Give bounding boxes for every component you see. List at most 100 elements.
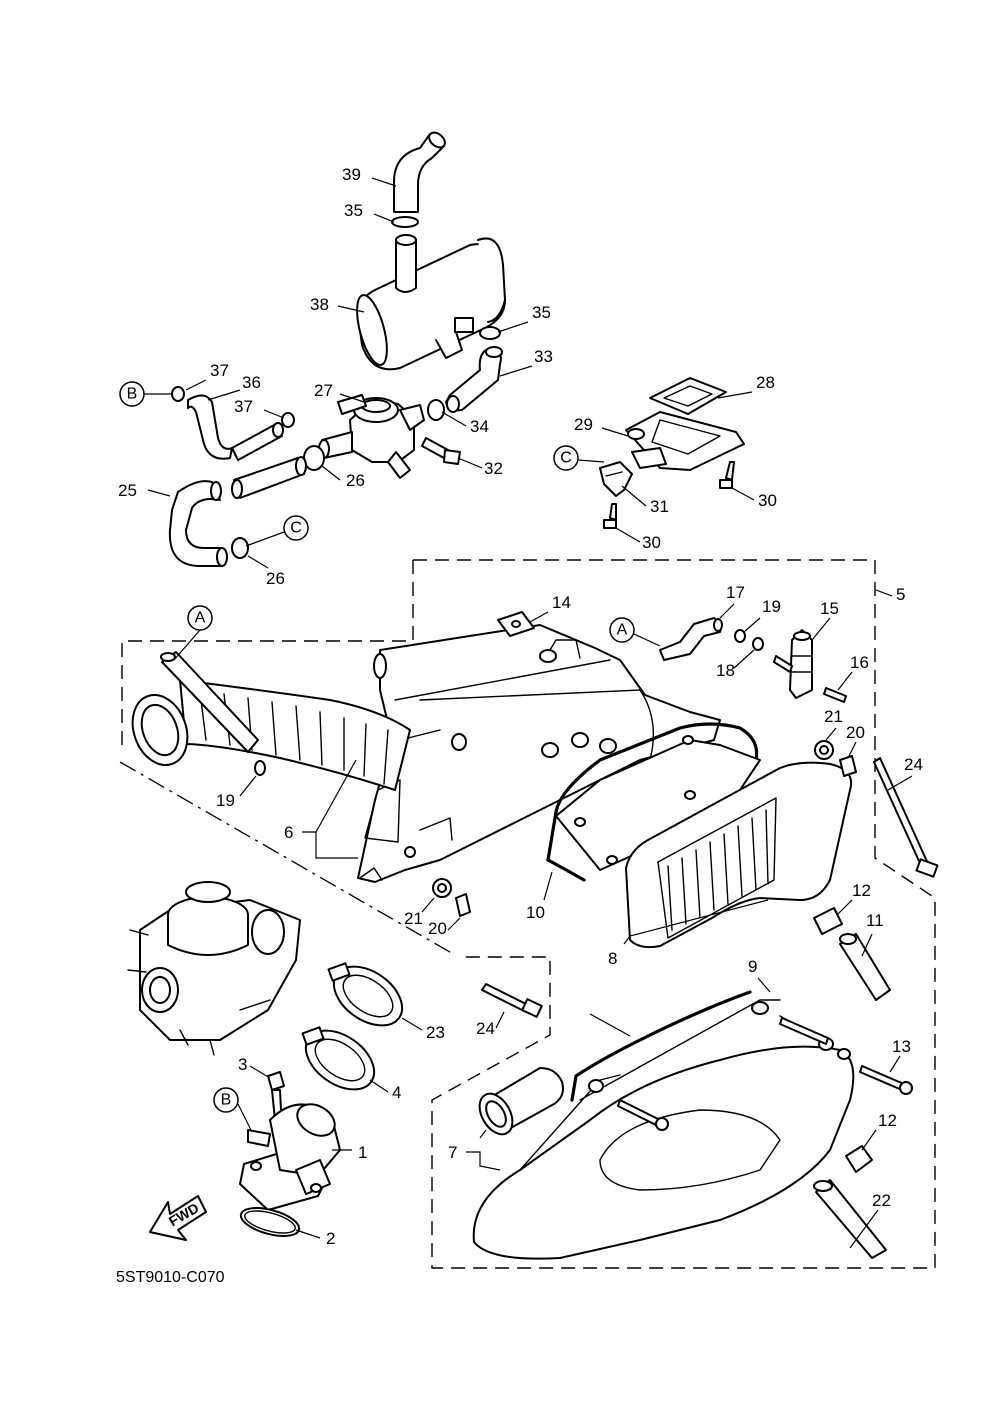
tube-11	[839, 933, 891, 1001]
part-label-5: 5	[896, 585, 905, 604]
part-label-15: 15	[820, 599, 839, 618]
leader-line-10	[543, 871, 553, 901]
leader-line-36	[207, 389, 241, 401]
leader-line-31	[621, 485, 647, 507]
assembly-5-boundary	[119, 559, 936, 1269]
reference-circle	[609, 617, 635, 643]
part-label-37: 37	[210, 361, 229, 380]
part-label-34: 34	[470, 417, 489, 436]
leader-line-23	[401, 1017, 423, 1031]
leader-line-20	[847, 741, 857, 759]
reference-marker-c: C	[553, 445, 605, 471]
leader-line-2	[295, 1229, 321, 1239]
air-cut-valve-27	[318, 394, 425, 479]
leader-lines	[147, 177, 913, 1249]
part-label-24: 24	[476, 1019, 495, 1038]
leader-line-33	[499, 365, 533, 377]
clamp-23	[327, 962, 404, 1027]
reference-letter: C	[560, 450, 572, 467]
leader-line-16	[837, 671, 853, 691]
part-label-17: 17	[726, 583, 745, 602]
clamp-18	[752, 637, 764, 651]
snorkel-7	[478, 1067, 564, 1136]
reference-marker-a: A	[173, 605, 213, 661]
leader-line-30	[731, 487, 755, 501]
part-label-11: 11	[866, 911, 884, 930]
clamp-26-lower	[231, 537, 249, 559]
part-label-27: 27	[314, 381, 333, 400]
leader-line-38	[337, 305, 365, 313]
part-label-31: 31	[650, 497, 669, 516]
leader-line-11	[861, 933, 873, 957]
bolt-16	[823, 687, 847, 703]
leader-line-39	[371, 177, 397, 187]
part-label-13: 13	[892, 1037, 911, 1056]
leader-line-24	[495, 1011, 505, 1029]
part-label-19: 19	[762, 597, 781, 616]
bolt-32	[421, 437, 461, 465]
reference-circle	[119, 381, 145, 407]
part-label-30: 30	[758, 491, 777, 510]
reference-leader	[245, 531, 285, 547]
reference-letter: A	[617, 622, 628, 639]
leader-line-37	[185, 379, 207, 391]
part-label-26: 26	[346, 471, 365, 490]
reference-leader	[577, 459, 605, 463]
part-label-14: 14	[552, 593, 571, 612]
carburetor	[127, 881, 301, 1056]
leader-line-4	[369, 1079, 389, 1093]
part-label-18: 18	[716, 661, 735, 680]
case-flange	[555, 735, 761, 871]
part-label-35: 35	[532, 303, 551, 322]
leader-line-6	[302, 759, 358, 859]
clamp-37-right	[281, 412, 295, 428]
screw-30-right	[719, 461, 735, 489]
leader-line-26	[321, 465, 341, 481]
pipe-33	[445, 346, 503, 413]
bolt-24-right	[873, 757, 939, 878]
screw-13-upper	[779, 1017, 829, 1045]
hose-25-upper	[231, 456, 307, 499]
tube-22	[813, 1179, 887, 1259]
screw-13-lower	[859, 1065, 913, 1095]
leader-line-32	[457, 457, 483, 469]
part-label-29: 29	[574, 415, 593, 434]
gasket-28	[649, 377, 727, 415]
reference-circle	[283, 515, 309, 541]
part-label-39: 39	[342, 165, 361, 184]
leader-line-35	[373, 213, 395, 223]
leader-line-21	[825, 727, 837, 741]
part-label-16: 16	[850, 653, 869, 672]
leader-line-28	[717, 391, 753, 399]
leader-line-12	[861, 1129, 877, 1151]
part-label-4: 4	[392, 1083, 401, 1102]
leader-line-9	[589, 977, 771, 1037]
grommet-20-left	[455, 893, 471, 917]
leader-line-3	[249, 1065, 271, 1079]
clamp-35-upper	[391, 216, 419, 228]
part-label-26: 26	[266, 569, 285, 588]
clamp-26-upper	[303, 445, 325, 471]
part-label-2: 2	[326, 1229, 335, 1248]
screw-30-left	[603, 503, 617, 529]
leader-line-5	[875, 589, 893, 597]
part-label-36: 36	[242, 373, 261, 392]
part-label-20: 20	[428, 919, 447, 938]
drain-15	[773, 629, 813, 699]
part-label-20: 20	[846, 723, 865, 742]
plug-19-left	[254, 760, 266, 776]
reference-letter: A	[195, 610, 206, 627]
air-filter-element-8	[625, 761, 852, 949]
part-label-22: 22	[872, 1191, 891, 1210]
leader-line-14	[529, 611, 549, 623]
plug-12-lower	[845, 1145, 873, 1173]
clip-34	[427, 399, 445, 421]
part-label-12: 12	[878, 1111, 897, 1130]
reference-marker-c: C	[245, 515, 309, 547]
hose-17	[659, 617, 723, 661]
bolt-24-left	[481, 983, 543, 1018]
part-label-25: 25	[118, 481, 137, 500]
